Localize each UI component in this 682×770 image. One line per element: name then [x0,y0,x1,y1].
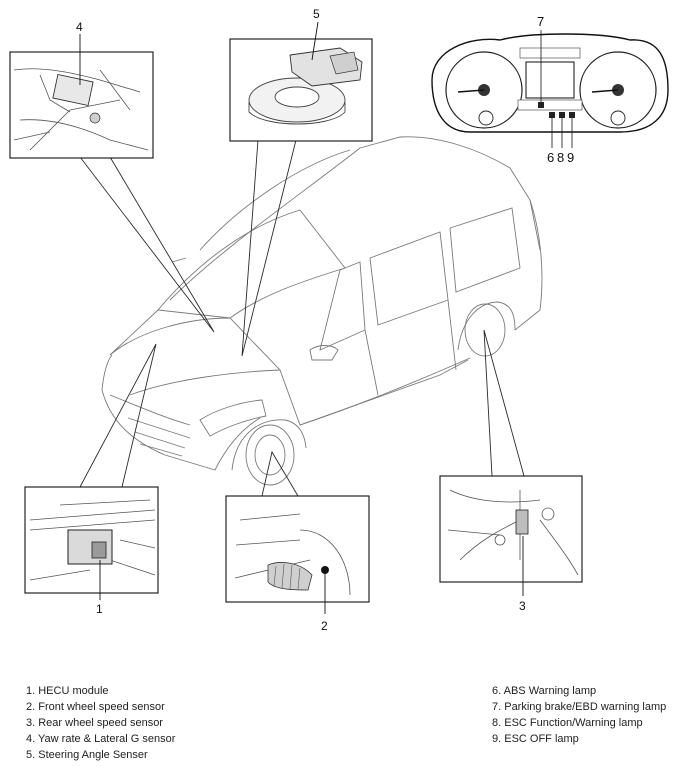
legend-item: 9. ESC OFF lamp [492,733,579,745]
inset-hecu-module [24,486,159,600]
inset-front-wheel-speed-sensor [225,495,370,614]
instrument-cluster [431,30,669,148]
inset-rear-wheel-speed-sensor [439,475,583,596]
legend-item: 2. Front wheel speed sensor [26,701,165,713]
leader-lines [79,139,525,497]
callout-2: 2 [321,619,328,633]
callout-numbers: 1 2 3 4 5 7 6 8 9 [76,7,574,633]
callout-3: 3 [519,599,526,613]
legend-item: 5. Steering Angle Senser [26,749,148,761]
inset-steering-angle-sensor [229,21,373,142]
vehicle-illustration [101,136,543,486]
legend-item: 3. Rear wheel speed sensor [26,717,163,729]
legend-right: 6. ABS Warning lamp 7. Parking brake/EBD… [492,683,666,747]
legend-item: 8. ESC Function/Warning lamp [492,717,643,729]
legend-left: 1. HECU module 2. Front wheel speed sens… [26,683,175,763]
legend-item: 6. ABS Warning lamp [492,685,597,697]
callout-8: 8 [557,150,564,165]
legend-item: 1. HECU module [26,685,109,697]
inset-yaw-sensor [9,34,154,159]
callout-4: 4 [76,20,83,34]
callout-7: 7 [537,14,544,29]
callout-9: 9 [567,150,574,165]
legend-item: 7. Parking brake/EBD warning lamp [492,701,667,713]
callout-6: 6 [547,150,554,165]
callout-5: 5 [313,7,320,21]
callout-1: 1 [96,602,103,616]
legend-item: 4. Yaw rate & Lateral G sensor [26,733,176,745]
